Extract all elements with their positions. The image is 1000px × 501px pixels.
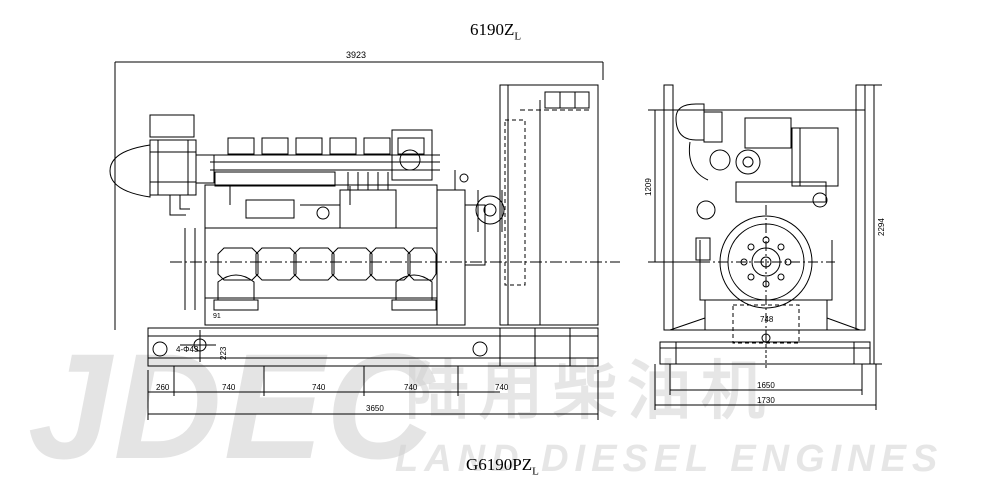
title-bottom-sub: L xyxy=(532,465,539,478)
engine-mounts xyxy=(213,274,437,311)
turbocharger xyxy=(109,114,215,216)
dim-label-2294: 2294 xyxy=(877,218,886,236)
front-turbo xyxy=(675,103,839,220)
dim-label-91: 91 xyxy=(213,313,221,320)
front-frame xyxy=(663,84,866,331)
dim-overall-length: 3923 xyxy=(114,50,604,80)
valve-gear xyxy=(214,129,433,205)
side-view: 3923 xyxy=(109,50,620,420)
title-top: 6190ZL xyxy=(470,20,521,42)
front-dims-vertical: 1209 2294 xyxy=(644,84,886,365)
dim-label-1730: 1730 xyxy=(757,396,775,405)
title-top-main: 6190Z xyxy=(470,20,515,39)
front-base: 748 xyxy=(659,299,871,370)
radiator-cabinet xyxy=(499,84,599,326)
fuel-injection-pump xyxy=(245,172,397,229)
dim-label-3650: 3650 xyxy=(366,404,384,413)
generator-housing xyxy=(436,170,505,326)
watermark-logo: JDEC xyxy=(28,322,437,490)
front-view: 748 1209 2294 1650 xyxy=(644,84,886,410)
flywheel xyxy=(695,205,835,345)
crankcase-doors xyxy=(217,247,437,281)
cylinder-heads xyxy=(210,137,440,171)
title-top-sub: L xyxy=(514,30,522,43)
title-bottom-main: G6190PZ xyxy=(466,455,533,474)
dim-label-748: 748 xyxy=(760,315,774,324)
watermark-chinese: 陆用柴油机 xyxy=(405,355,775,427)
dim-segments: 260 740 740 740 740 3650 xyxy=(147,366,599,420)
title-bottom: G6190PZL xyxy=(466,455,539,477)
dim-label-740-3: 740 xyxy=(404,383,418,392)
dim-label-740-2: 740 xyxy=(312,383,326,392)
hole-label: 4-Φ43 xyxy=(176,345,199,354)
base-frame: 4-Φ43 223 91 xyxy=(147,313,599,367)
dim-label-740-4: 740 xyxy=(495,383,509,392)
front-dims-horizontal: 1650 1730 xyxy=(654,364,877,410)
dim-label-1650: 1650 xyxy=(757,381,775,390)
dim-label-1209: 1209 xyxy=(644,178,653,196)
watermark-english: LAND DIESEL ENGINES xyxy=(395,438,944,480)
crankcase xyxy=(184,184,438,326)
dim-label-223: 223 xyxy=(219,346,228,360)
dim-label-3923: 3923 xyxy=(346,50,366,60)
dim-label-260: 260 xyxy=(156,383,170,392)
dim-label-740-1: 740 xyxy=(222,383,236,392)
